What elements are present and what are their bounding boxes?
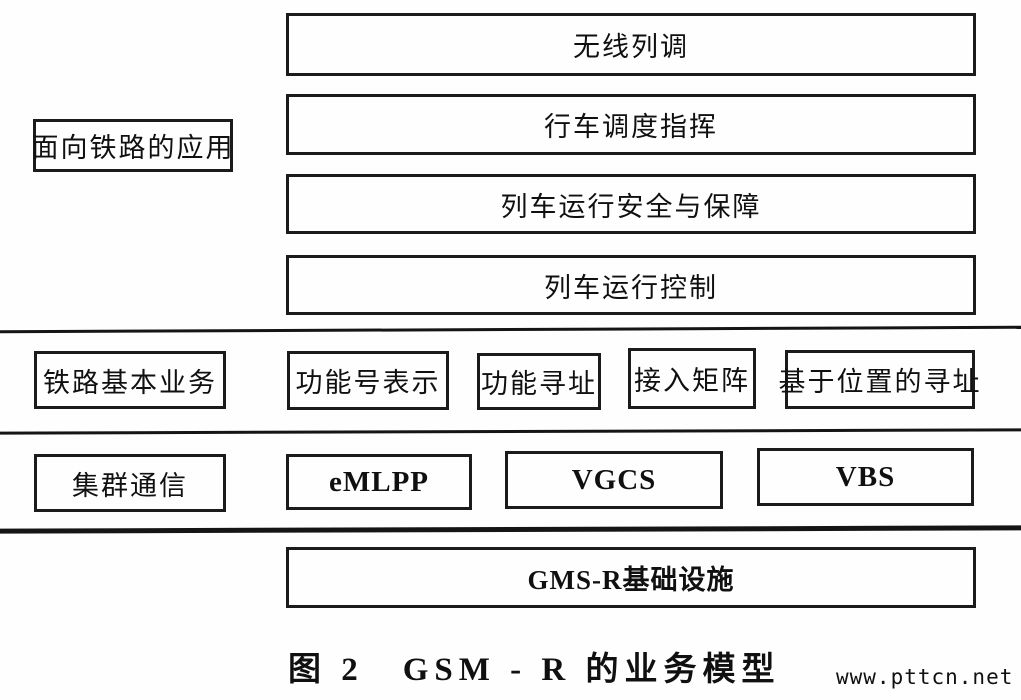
box-access-matrix: 接入矩阵: [628, 348, 756, 409]
box-gsmr-infrastructure: GMS-R基础设施: [286, 547, 976, 608]
divider-line-2: [0, 428, 1021, 435]
box-emlpp: eMLPP: [286, 454, 472, 510]
box-functional-addressing: 功能寻址: [477, 353, 601, 410]
watermark-url: www.pttcn.net: [836, 665, 1014, 689]
box-location-based-addressing: 基于位置的寻址: [779, 350, 980, 409]
divider-line-3: [0, 525, 1021, 534]
box-train-operation-control: 列车运行控制: [286, 255, 976, 315]
label-trunked-communication: 集群通信: [34, 454, 226, 512]
divider-line-1: [0, 325, 1021, 334]
box-train-dispatch-command: 行车调度指挥: [286, 94, 976, 155]
label-railway-basic-services: 铁路基本业务: [34, 351, 226, 409]
box-functional-number-display: 功能号表示: [287, 351, 449, 410]
box-vbs: VBS: [757, 448, 974, 506]
box-vgcs: VGCS: [505, 451, 723, 509]
figure-caption: 图 2 GSM - R 的业务模型: [288, 652, 781, 688]
box-train-safety-assurance: 列车运行安全与保障: [286, 174, 976, 234]
label-railway-applications: 面向铁路的应用: [32, 119, 233, 172]
box-wireless-train-dispatch: 无线列调: [286, 13, 976, 76]
